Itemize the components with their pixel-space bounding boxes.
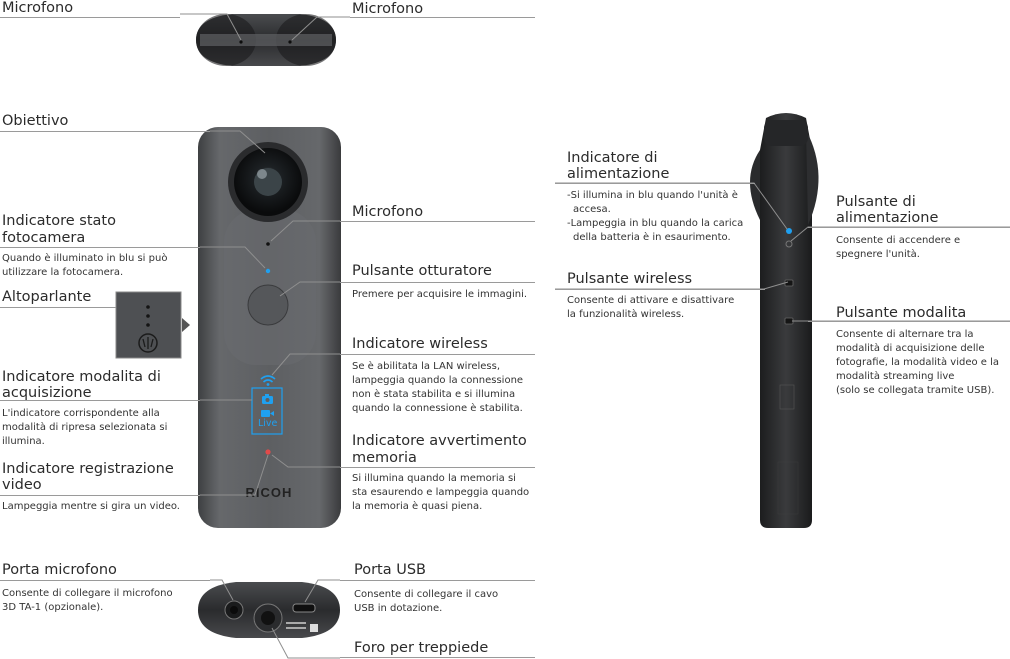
desc-otturatore: Premere per acquisire le immagini. [352, 289, 528, 300]
label-power-btn-1: Pulsante di [836, 194, 916, 210]
rule-usb [340, 580, 535, 581]
mode-indicator-box [251, 387, 283, 435]
label-microfono-front: Microfono [352, 204, 424, 220]
live-mode-led: Live [258, 418, 278, 429]
rule-porta-mic [0, 580, 210, 581]
rule-obiettivo [0, 131, 210, 132]
label-alim-1: Indicatore di [567, 150, 658, 166]
desc-registrazione: Lampeggia mentre si gira un video. [2, 501, 180, 512]
label-usb: Porta USB [354, 562, 427, 578]
desc-memoria-2: sta esaurendo e lampeggia quando [352, 487, 530, 498]
label-wireless: Indicatore wireless [352, 336, 488, 352]
label-porta-mic: Porta microfono [2, 562, 117, 578]
rule-mic-right [350, 17, 535, 18]
rule-registrazione [0, 495, 200, 496]
desc-mode-btn-4: modalità streaming live [836, 371, 955, 382]
label-otturatore: Pulsante otturatore [352, 263, 492, 279]
camera-bottom-view [198, 582, 340, 638]
mode-button [784, 317, 794, 325]
desc-wireless-1: Se è abilitata la LAN wireless, [352, 361, 501, 372]
photo-mode-led [262, 394, 273, 404]
rule-mode-btn [808, 321, 1010, 322]
camera-front-view: RICOH [198, 127, 341, 528]
label-mic-top-left: Microfono [2, 0, 74, 16]
rule-wireless [340, 354, 535, 355]
camera-status-led [265, 268, 271, 274]
rule-mic-left [0, 17, 180, 18]
desc-alim-4: della batteria è in esaurimento. [573, 232, 731, 243]
rule-microfono [340, 221, 535, 222]
label-stato-2: fotocamera [2, 230, 86, 246]
label-altoparlante: Altoparlante [2, 289, 92, 305]
wireless-led [260, 375, 276, 386]
tripod-hole [261, 611, 275, 625]
desc-power-btn-1: Consente di accendere e [836, 235, 961, 246]
desc-porta-mic-2: 3D TA-1 (opzionale). [2, 602, 104, 613]
desc-usb-2: USB in dotazione. [354, 603, 443, 614]
desc-wireless-2: lampeggia quando la connessione [352, 375, 524, 386]
rule-alim [555, 183, 755, 184]
desc-memoria-1: Si illumina quando la memoria si [352, 473, 516, 484]
label-alim-2: alimentazione [567, 166, 670, 182]
power-led [786, 228, 792, 234]
desc-stato-2: utilizzare la fotocamera. [2, 267, 124, 278]
label-modalita-2: acquisizione [2, 385, 92, 401]
desc-mode-btn-2: modalità di acquisizione delle [836, 343, 985, 354]
desc-usb-1: Consente di collegare il cavo [354, 589, 499, 600]
usb-port [292, 603, 316, 613]
desc-mode-btn-5: (solo se collegata tramite USB). [836, 385, 995, 396]
camera-top-view [196, 14, 336, 66]
desc-wireless-btn-1: Consente di attivare e disattivare [567, 295, 735, 306]
desc-power-btn-2: spegnere l'unità. [836, 249, 920, 260]
desc-memoria-3: la memoria è quasi piena. [352, 501, 483, 512]
mic-port [230, 606, 238, 614]
speaker-inset [115, 291, 190, 359]
label-modalita-1: Indicatore modalita di [2, 369, 161, 385]
label-treppiede: Foro per treppiede [354, 640, 489, 656]
memory-warning-led [265, 449, 271, 455]
desc-mode-btn-3: fotografie, la modalità video e la [836, 357, 1000, 368]
desc-alim-3: -Lampeggia in blu quando la carica [567, 218, 744, 229]
rule-wireless-btn [555, 289, 765, 290]
desc-wireless-4: quando la connessione è stabilita. [352, 403, 523, 414]
label-stato-1: Indicatore stato [2, 213, 116, 229]
desc-wireless-btn-2: la funzionalità wireless. [567, 309, 685, 320]
desc-modalita-1: L'indicatore corrispondente alla [2, 408, 160, 419]
desc-alim-2: accesa. [573, 204, 611, 215]
label-mode-btn: Pulsante modalita [836, 305, 967, 321]
desc-stato-1: Quando è illuminato in blu si può [2, 253, 168, 264]
rule-treppiede [340, 657, 535, 658]
shutter-button [247, 284, 289, 326]
rule-modalita [0, 400, 200, 401]
top-mic-left-hole [239, 40, 243, 44]
video-mode-led [261, 410, 274, 417]
label-obiettivo: Obiettivo [2, 113, 69, 129]
rule-altoparlante [0, 307, 116, 308]
label-registrazione-2: video [2, 477, 42, 493]
desc-porta-mic-1: Consente di collegare il microfono [2, 588, 173, 599]
desc-mode-btn-1: Consente di alternare tra la [836, 329, 974, 340]
rule-memoria [340, 467, 535, 468]
front-mic-hole [266, 242, 270, 246]
label-power-btn-2: alimentazione [836, 210, 939, 226]
power-button [785, 240, 793, 248]
label-memoria-1: Indicatore avvertimento [352, 433, 527, 449]
brand-logo: RICOH [246, 485, 293, 500]
desc-alim-1: -Si illumina in blu quando l'unità è [567, 190, 738, 201]
desc-modalita-2: modalità di ripresa selezionata si [2, 422, 168, 433]
label-mic-top-right: Microfono [352, 1, 424, 17]
desc-wireless-3: non è stata stabilita e si illumina [352, 389, 516, 400]
label-memoria-2: memoria [352, 450, 417, 466]
label-registrazione-1: Indicatore registrazione [2, 461, 174, 477]
top-mic-right-hole [288, 40, 292, 44]
label-wireless-btn: Pulsante wireless [567, 271, 693, 287]
rule-otturatore [340, 282, 535, 283]
rule-power-btn [808, 227, 1010, 228]
desc-modalita-3: illumina. [2, 436, 45, 447]
rule-stato [0, 247, 200, 248]
